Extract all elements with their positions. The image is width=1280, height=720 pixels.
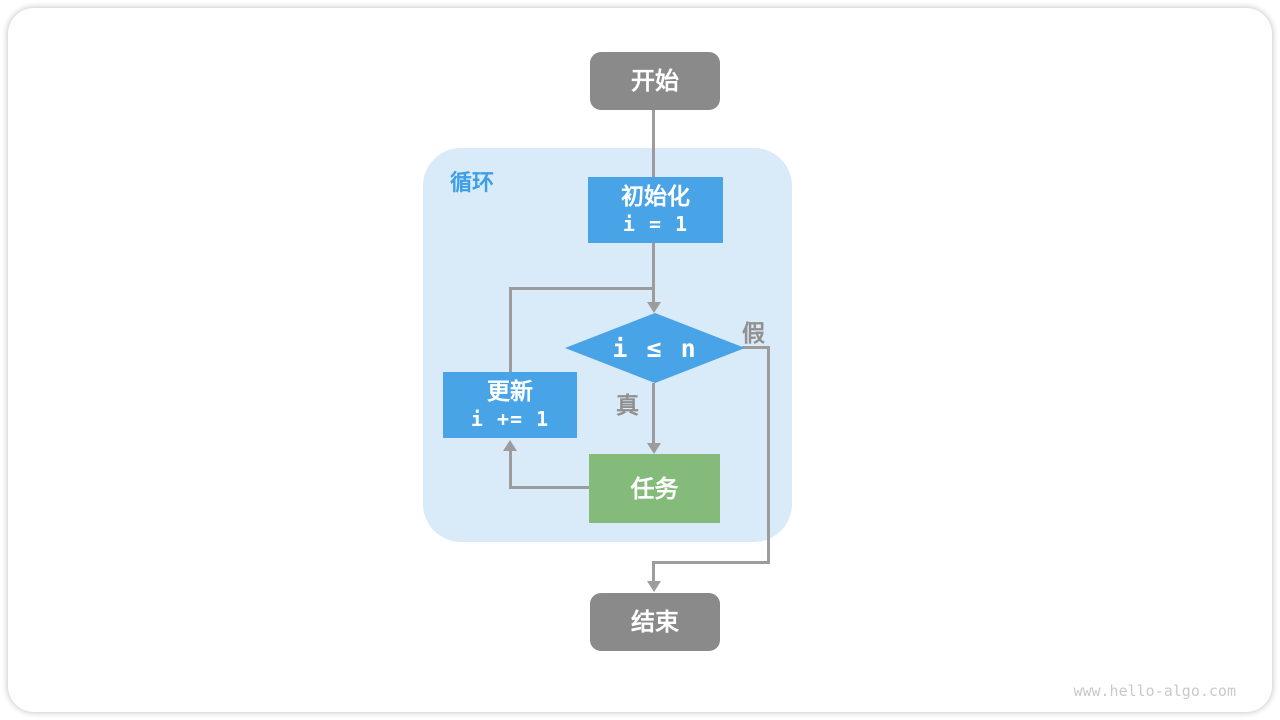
edge-task-to-update-vertical	[509, 450, 512, 489]
edge-task-to-update-horizontal	[509, 486, 591, 489]
true-edge-label: 真	[616, 393, 639, 419]
start-node: 开始	[590, 52, 720, 110]
arrowhead-into-update	[503, 440, 517, 451]
end-node: 结束	[590, 593, 720, 651]
edge-false-to-end	[652, 561, 655, 582]
edge-false-horizontal-out	[742, 346, 770, 349]
update-node: 更新 i += 1	[443, 372, 577, 438]
edge-update-to-loopback	[509, 287, 512, 372]
edge-condition-to-task	[652, 383, 655, 444]
init-node-title: 初始化	[621, 184, 690, 211]
init-node-code: i = 1	[622, 211, 689, 236]
update-node-title: 更新	[487, 379, 533, 406]
arrowhead-into-task	[647, 443, 661, 454]
watermark-text: www.hello-algo.com	[1073, 682, 1236, 700]
arrowhead-into-condition	[647, 302, 661, 313]
edge-loopback-horizontal	[509, 287, 655, 290]
condition-node-label: i ≤ n	[612, 333, 698, 363]
edge-false-horizontal-in	[652, 561, 770, 564]
task-node: 任务	[589, 454, 720, 523]
arrowhead-into-end	[647, 581, 661, 592]
false-edge-label: 假	[742, 321, 765, 347]
end-node-label: 结束	[631, 608, 679, 636]
update-node-code: i += 1	[470, 406, 550, 431]
task-node-label: 任务	[630, 474, 679, 503]
loop-container-label: 循环	[450, 171, 495, 196]
start-node-label: 开始	[631, 67, 679, 95]
edge-false-vertical	[767, 346, 770, 564]
init-node: 初始化 i = 1	[588, 177, 723, 243]
